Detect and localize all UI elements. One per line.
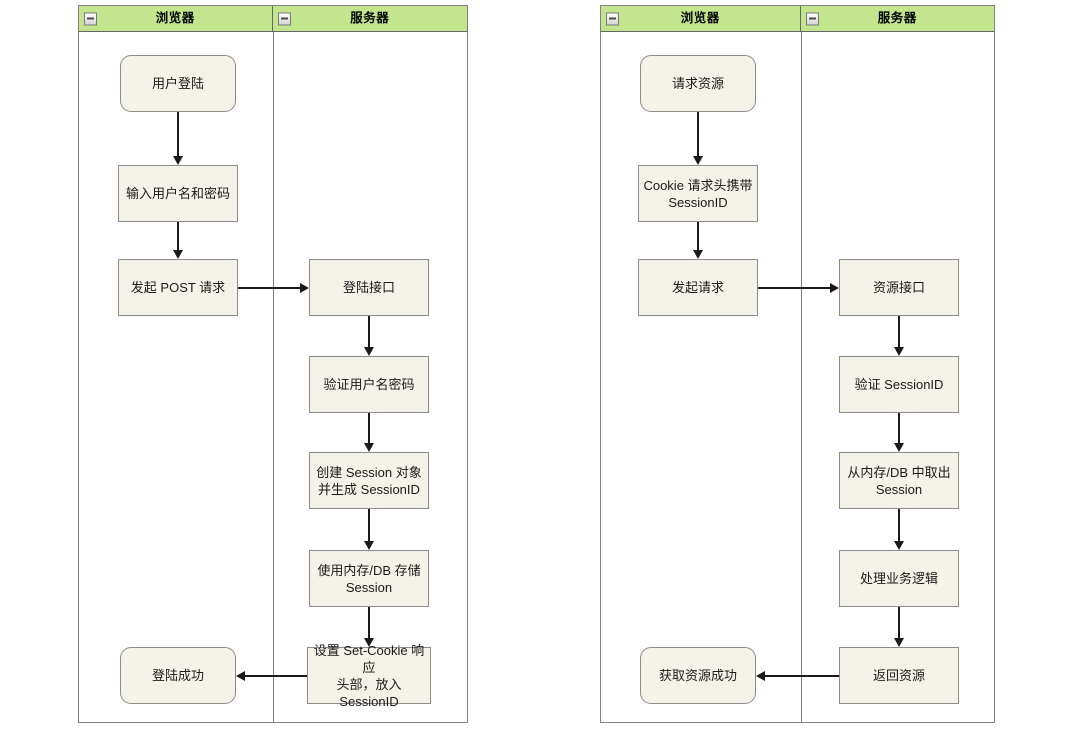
node-request-resource[interactable]: 请求资源 — [640, 55, 756, 112]
arrow-head-left-icon — [236, 671, 245, 681]
lane-divider — [801, 32, 802, 722]
node-label: 登陆成功 — [151, 668, 204, 683]
collapse-minus-icon[interactable] — [277, 12, 291, 25]
edge-connector — [368, 607, 370, 638]
node-label: 发起 POST 请求 — [130, 280, 226, 295]
lane-title-server: 服务器 — [350, 11, 390, 26]
edge-connector — [758, 287, 830, 289]
node-label: 登陆接口 — [342, 280, 395, 295]
collapse-minus-icon[interactable] — [606, 12, 619, 25]
node-label: 资源接口 — [872, 280, 925, 295]
edge-connector — [898, 413, 900, 443]
edge-connector — [697, 222, 699, 250]
node-user-login[interactable]: 用户登陆 — [120, 55, 236, 112]
arrow-head-down-icon — [894, 638, 904, 647]
node-login-api[interactable]: 登陆接口 — [309, 259, 429, 316]
node-label: 处理业务逻辑 — [859, 571, 938, 586]
node-label-line3: SessionID — [339, 693, 399, 709]
node-label: 获取资源成功 — [658, 668, 737, 683]
edge-connector — [368, 413, 370, 443]
lane-title-server: 服务器 — [877, 11, 917, 26]
lane-header-browser[interactable]: 浏览器 — [79, 6, 273, 32]
edge-connector — [245, 675, 307, 677]
edge-connector — [898, 316, 900, 347]
node-send-request[interactable]: 发起请求 — [638, 259, 758, 316]
node-resource-success[interactable]: 获取资源成功 — [640, 647, 756, 704]
node-label-line1: 创建 Session 对象 — [316, 464, 422, 480]
node-store-session[interactable]: 使用内存/DB 存储 Session — [309, 550, 429, 607]
node-label-line2: 头部，放入 — [336, 676, 402, 692]
arrow-head-right-icon — [830, 283, 839, 293]
edge-connector — [177, 112, 179, 156]
lane-title-browser: 浏览器 — [680, 11, 720, 26]
node-verify-credentials[interactable]: 验证用户名密码 — [309, 356, 429, 413]
node-verify-sessionid[interactable]: 验证 SessionID — [839, 356, 959, 413]
arrow-head-down-icon — [693, 250, 703, 259]
node-label-multiline: 设置 Set-Cookie 响应 头部，放入 SessionID — [312, 642, 426, 710]
edge-connector — [238, 287, 300, 289]
node-label-multiline: 从内存/DB 中取出 Session — [847, 464, 950, 498]
collapse-minus-icon[interactable] — [805, 12, 819, 25]
arrow-head-down-icon — [364, 347, 374, 356]
node-label-line1: 使用内存/DB 存储 — [317, 562, 421, 578]
node-label-line2: SessionID — [668, 194, 728, 210]
node-label: 发起请求 — [671, 280, 724, 295]
lane-title-browser: 浏览器 — [155, 11, 195, 26]
collapse-minus-icon[interactable] — [84, 12, 97, 25]
node-business-logic[interactable]: 处理业务逻辑 — [839, 550, 959, 607]
node-label-multiline: 创建 Session 对象 并生成 SessionID — [316, 464, 421, 498]
arrow-head-down-icon — [173, 156, 183, 165]
node-create-session[interactable]: 创建 Session 对象 并生成 SessionID — [309, 452, 429, 509]
edge-connector — [898, 607, 900, 638]
node-label-line1: 设置 Set-Cookie 响应 — [313, 642, 425, 675]
node-label: 验证 SessionID — [854, 377, 944, 392]
edge-connector — [765, 675, 839, 677]
node-label: 用户登陆 — [151, 76, 204, 91]
arrow-head-down-icon — [894, 541, 904, 550]
node-label-line1: 从内存/DB 中取出 — [847, 464, 951, 480]
node-label-multiline: Cookie 请求头携带 SessionID — [643, 177, 752, 211]
node-post-request[interactable]: 发起 POST 请求 — [118, 259, 238, 316]
edge-connector — [898, 509, 900, 541]
arrow-head-down-icon — [364, 541, 374, 550]
node-label-line2: Session — [875, 481, 923, 497]
pool-lane-header-row: 浏览器 服务器 — [79, 6, 467, 32]
lane-divider — [273, 32, 274, 722]
node-set-cookie[interactable]: 设置 Set-Cookie 响应 头部，放入 SessionID — [307, 643, 431, 709]
arrow-head-right-icon — [300, 283, 309, 293]
node-return-resource[interactable]: 返回资源 — [839, 647, 959, 704]
node-label: 请求资源 — [671, 76, 724, 91]
arrow-head-down-icon — [894, 443, 904, 452]
pool-lane-header-row: 浏览器 服务器 — [601, 6, 994, 32]
arrow-head-down-icon — [364, 443, 374, 452]
edge-connector — [368, 509, 370, 541]
node-resource-api[interactable]: 资源接口 — [839, 259, 959, 316]
lane-header-server[interactable]: 服务器 — [800, 6, 994, 32]
edge-connector — [368, 316, 370, 347]
arrow-head-down-icon — [173, 250, 183, 259]
pool-login-flow: 浏览器 服务器 用户登陆 输入用户名和密码 发起 POST 请求 登陆成功 登陆… — [78, 5, 468, 723]
node-label-line2: 并生成 SessionID — [318, 481, 420, 497]
arrow-head-down-icon — [364, 638, 374, 647]
arrow-head-down-icon — [693, 156, 703, 165]
node-label: 返回资源 — [872, 668, 925, 683]
lane-header-server[interactable]: 服务器 — [272, 6, 467, 32]
node-label-multiline: 使用内存/DB 存储 Session — [317, 562, 420, 596]
edge-connector — [697, 112, 699, 156]
node-label: 输入用户名和密码 — [125, 186, 230, 201]
node-label: 验证用户名密码 — [323, 377, 415, 392]
edge-connector — [177, 222, 179, 250]
node-login-success[interactable]: 登陆成功 — [120, 647, 236, 704]
node-label-line2: Session — [345, 579, 393, 595]
node-enter-credentials[interactable]: 输入用户名和密码 — [118, 165, 238, 222]
arrow-head-left-icon — [756, 671, 765, 681]
lane-header-browser[interactable]: 浏览器 — [601, 6, 801, 32]
node-label-line1: Cookie 请求头携带 — [643, 177, 753, 193]
pool-resource-flow: 浏览器 服务器 请求资源 Cookie 请求头携带 SessionID 发起请求… — [600, 5, 995, 723]
node-fetch-session[interactable]: 从内存/DB 中取出 Session — [839, 452, 959, 509]
node-cookie-header[interactable]: Cookie 请求头携带 SessionID — [638, 165, 758, 222]
arrow-head-down-icon — [894, 347, 904, 356]
